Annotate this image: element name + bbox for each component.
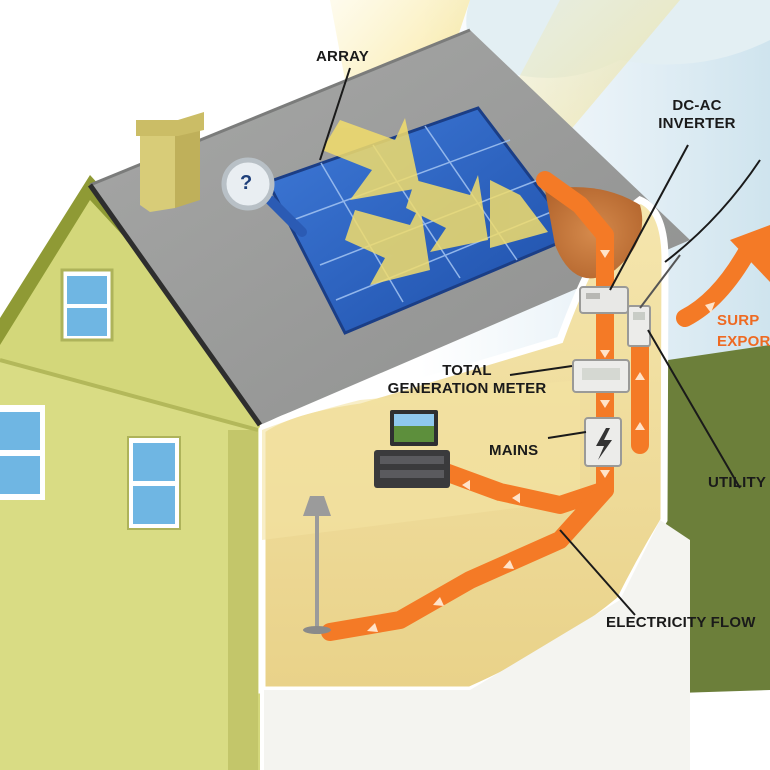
magnifier-question-mark: ? [240, 172, 253, 194]
flow-arrow-marks [367, 250, 715, 632]
label-dc-ac-inverter: DC-AC INVERTER [652, 97, 742, 133]
front-window-left [0, 405, 45, 500]
front-wall-shade [228, 430, 258, 770]
light-arrows [322, 118, 548, 285]
label-total-generation-meter: TOTAL GENERATION METER [372, 362, 562, 398]
attic-window [60, 268, 114, 342]
label-total-line1: TOTAL [442, 362, 492, 379]
gable-trim [0, 175, 270, 382]
chimney-cap [136, 112, 204, 136]
label-array: ARRAY [316, 48, 369, 65]
label-surplus-line2: EXPOR [717, 333, 770, 350]
chimney-side [175, 122, 200, 208]
label-electricity-flow: ELECTRICITY FLOW [606, 614, 756, 631]
leader-lines [319, 67, 761, 616]
front-window-right [127, 436, 181, 530]
front-wall [0, 360, 258, 770]
utility-meter [627, 305, 651, 347]
label-surplus-export: SURP EXPOR [717, 312, 770, 351]
total-generation-meter [572, 359, 630, 393]
eave-line [0, 358, 259, 432]
utility-cable [639, 254, 681, 309]
computer [374, 410, 450, 488]
label-total-line2: GENERATION METER [387, 380, 547, 397]
dc-ac-inverter [579, 286, 629, 314]
magnifier [221, 157, 307, 237]
house-side-wall [264, 520, 690, 770]
floor-lamp [303, 496, 331, 634]
label-inverter-line1: DC-AC [672, 97, 722, 114]
label-utility: UTILITY [708, 474, 767, 491]
chimney-front [140, 130, 175, 212]
mains-box [584, 417, 622, 467]
label-mains: MAINS [489, 442, 539, 459]
label-inverter-line2: INVERTER [658, 115, 736, 132]
label-surplus-line1: SURP [717, 312, 760, 329]
export-arrow-head [730, 225, 770, 282]
roof-edge [87, 183, 263, 427]
